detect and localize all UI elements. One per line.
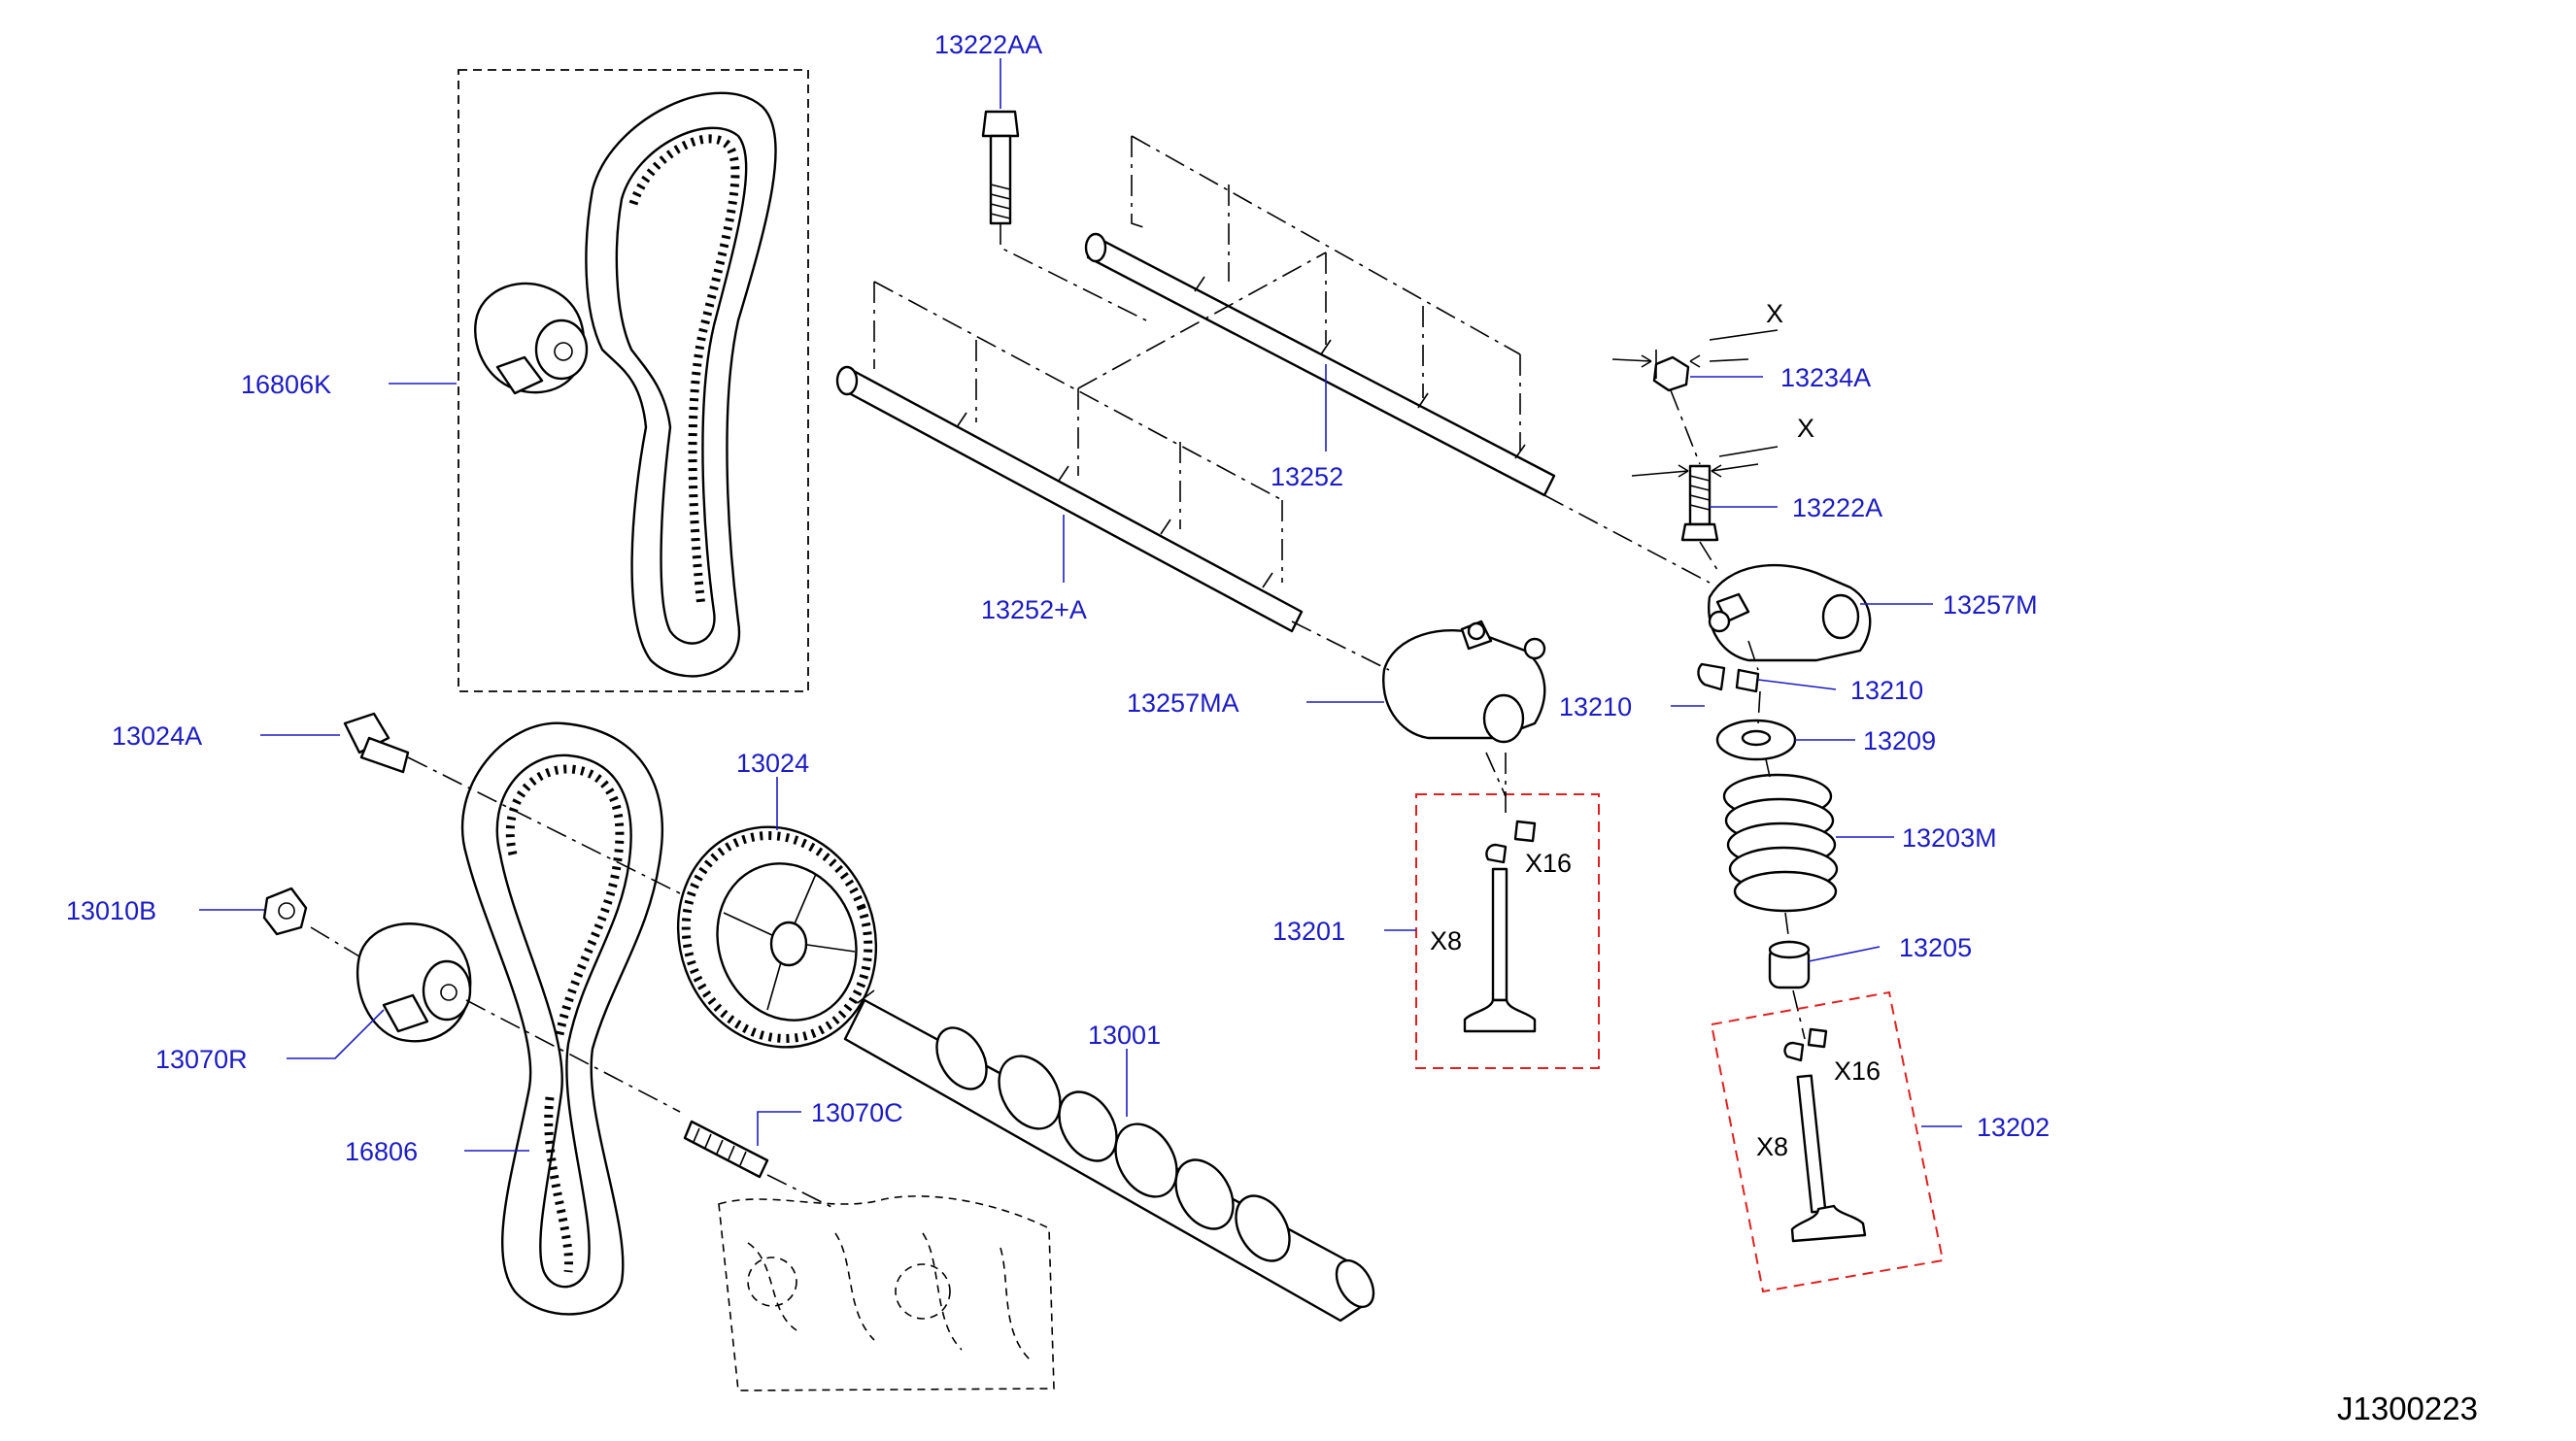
- exhaust-valve: [1783, 1027, 1867, 1243]
- intake-valve: [1463, 820, 1537, 1033]
- label-13024: 13024: [736, 749, 809, 778]
- label-13205: 13205: [1899, 933, 1972, 962]
- camshaft: [843, 998, 1375, 1323]
- tensioner-pulley: [356, 922, 472, 1043]
- spring-retainer: [1715, 719, 1797, 761]
- timing-belt-upper: [585, 91, 777, 678]
- adjust-nut: [1652, 355, 1690, 392]
- label-13210-right: 13210: [1850, 676, 1923, 705]
- label-13222A: 13222A: [1792, 493, 1882, 522]
- label-13024A: 13024A: [112, 721, 202, 751]
- label-13252: 13252: [1271, 462, 1343, 491]
- leader-13205: [1808, 946, 1881, 962]
- rocker-shaft-lower: [835, 365, 1304, 633]
- label-13202: 13202: [1977, 1113, 2050, 1142]
- label-13010B: 13010B: [66, 896, 156, 925]
- reference-code: J1300223: [2337, 1391, 2478, 1426]
- timing-belt-lower: [460, 721, 664, 1316]
- valve-collet: [1697, 662, 1760, 693]
- intake-valve-group-box: [1415, 793, 1600, 1069]
- label-13201: 13201: [1272, 917, 1345, 946]
- mark-x-lower: X: [1797, 414, 1814, 443]
- mark-x-upper: X: [1766, 299, 1783, 328]
- label-13222AA: 13222AA: [934, 30, 1042, 59]
- tensioner-nut: [262, 887, 308, 936]
- shaft-bolt: [981, 110, 1020, 225]
- label-13257MA: 13257MA: [1127, 688, 1239, 718]
- label-16806: 16806: [345, 1137, 418, 1166]
- label-13001: 13001: [1088, 1021, 1161, 1050]
- valve-spring: [1722, 773, 1839, 913]
- qty-x8-right: X8: [1756, 1132, 1788, 1161]
- belt-kit-dashed-box: [458, 69, 809, 692]
- leader-13210-right: [1757, 679, 1837, 690]
- adjusting-screw: [1680, 464, 1719, 542]
- camshaft-sprocket: [676, 825, 878, 1049]
- exhaust-valve-group-box: [1710, 990, 1945, 1293]
- sprocket-bolt: [343, 712, 410, 774]
- qty-x8-left: X8: [1430, 926, 1462, 955]
- leader-13070R: [287, 1009, 385, 1059]
- label-13234A: 13234A: [1780, 363, 1871, 392]
- label-13070C: 13070C: [811, 1098, 903, 1127]
- rocker-arm-left: [1382, 620, 1546, 744]
- valve-stem-seal: [1768, 940, 1811, 989]
- label-13210-left: 13210: [1559, 692, 1632, 721]
- label-13252A: 13252+A: [981, 595, 1087, 624]
- qty-x16-left: X16: [1525, 849, 1572, 878]
- rocker-shaft-upper: [1084, 232, 1556, 497]
- label-13209: 13209: [1863, 726, 1936, 755]
- dim-arrow-lower: [1631, 463, 1759, 477]
- cylinder-head-outline: [718, 1195, 1055, 1391]
- label-13203M: 13203M: [1902, 823, 1997, 853]
- stud-bolt: [683, 1120, 769, 1179]
- label-13257M: 13257M: [1943, 590, 2038, 620]
- label-13070R: 13070R: [155, 1045, 248, 1074]
- qty-x16-right: X16: [1834, 1056, 1881, 1086]
- dim-arrow-upper: [1611, 358, 1749, 362]
- belt-tensioner-upper: [474, 282, 589, 395]
- leader-13070C: [757, 1111, 801, 1146]
- rocker-arm-right: [1708, 563, 1872, 662]
- label-16806K: 16806K: [241, 370, 331, 399]
